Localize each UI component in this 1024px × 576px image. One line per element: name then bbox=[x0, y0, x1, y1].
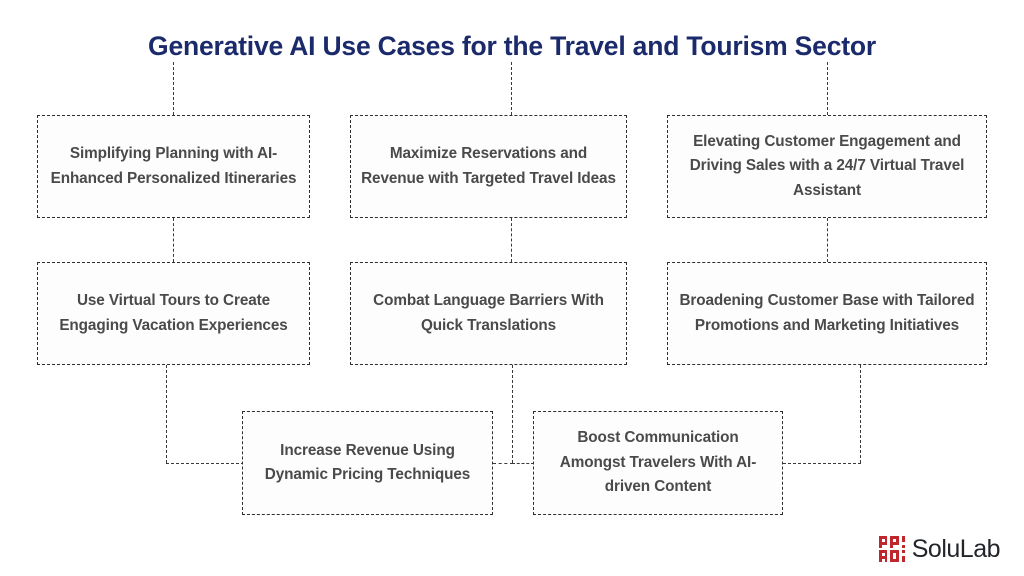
connector-row1-row2-left bbox=[173, 218, 174, 262]
usecase-card-8-label: Boost Communication Amongst Travelers Wi… bbox=[559, 429, 757, 496]
brand-name: SoluLab bbox=[911, 535, 1001, 563]
connector-row2-left-drop bbox=[166, 365, 167, 463]
connector-title-stem-center bbox=[511, 62, 512, 115]
usecase-card-3[interactable]: Elevating Customer Engagement and Drivin… bbox=[667, 115, 987, 218]
connector-row2-center-drop bbox=[512, 365, 513, 463]
connector-row1-row2-center bbox=[511, 218, 512, 262]
connector-title-stem-right bbox=[827, 62, 828, 115]
brand-logo: SoluLab bbox=[878, 535, 1001, 563]
usecase-card-2-label: Maximize Reservations and Revenue with T… bbox=[361, 145, 616, 187]
usecase-card-7[interactable]: Increase Revenue Using Dynamic Pricing T… bbox=[242, 411, 493, 515]
usecase-card-4-label: Use Virtual Tours to Create Engaging Vac… bbox=[59, 292, 288, 334]
page-title: Generative AI Use Cases for the Travel a… bbox=[148, 31, 876, 61]
usecase-card-7-label: Increase Revenue Using Dynamic Pricing T… bbox=[264, 441, 471, 484]
usecase-card-8[interactable]: Boost Communication Amongst Travelers Wi… bbox=[533, 411, 783, 515]
connector-title-stem-left bbox=[173, 62, 174, 115]
solulab-pixel-mark-icon bbox=[878, 536, 905, 562]
usecase-card-1-label: Simplifying Planning with AI-Enhanced Pe… bbox=[50, 145, 297, 187]
usecase-card-5[interactable]: Combat Language Barriers With Quick Tran… bbox=[350, 262, 627, 365]
usecase-card-5-label: Combat Language Barriers With Quick Tran… bbox=[373, 292, 604, 334]
connector-rail-left bbox=[166, 463, 244, 464]
connector-row2-right-drop bbox=[860, 365, 861, 463]
connector-rail-right bbox=[783, 463, 861, 464]
usecase-card-4[interactable]: Use Virtual Tours to Create Engaging Vac… bbox=[37, 262, 310, 365]
usecase-card-6[interactable]: Broadening Customer Base with Tailored P… bbox=[667, 262, 987, 365]
usecase-card-6-label: Broadening Customer Base with Tailored P… bbox=[679, 292, 975, 334]
usecase-card-2[interactable]: Maximize Reservations and Revenue with T… bbox=[350, 115, 627, 218]
usecase-card-3-label: Elevating Customer Engagement and Drivin… bbox=[689, 132, 965, 199]
usecase-card-1[interactable]: Simplifying Planning with AI-Enhanced Pe… bbox=[37, 115, 310, 218]
connector-row1-row2-right bbox=[827, 218, 828, 262]
connector-rail-center-right bbox=[512, 463, 534, 464]
connector-rail-center-left bbox=[493, 463, 513, 464]
